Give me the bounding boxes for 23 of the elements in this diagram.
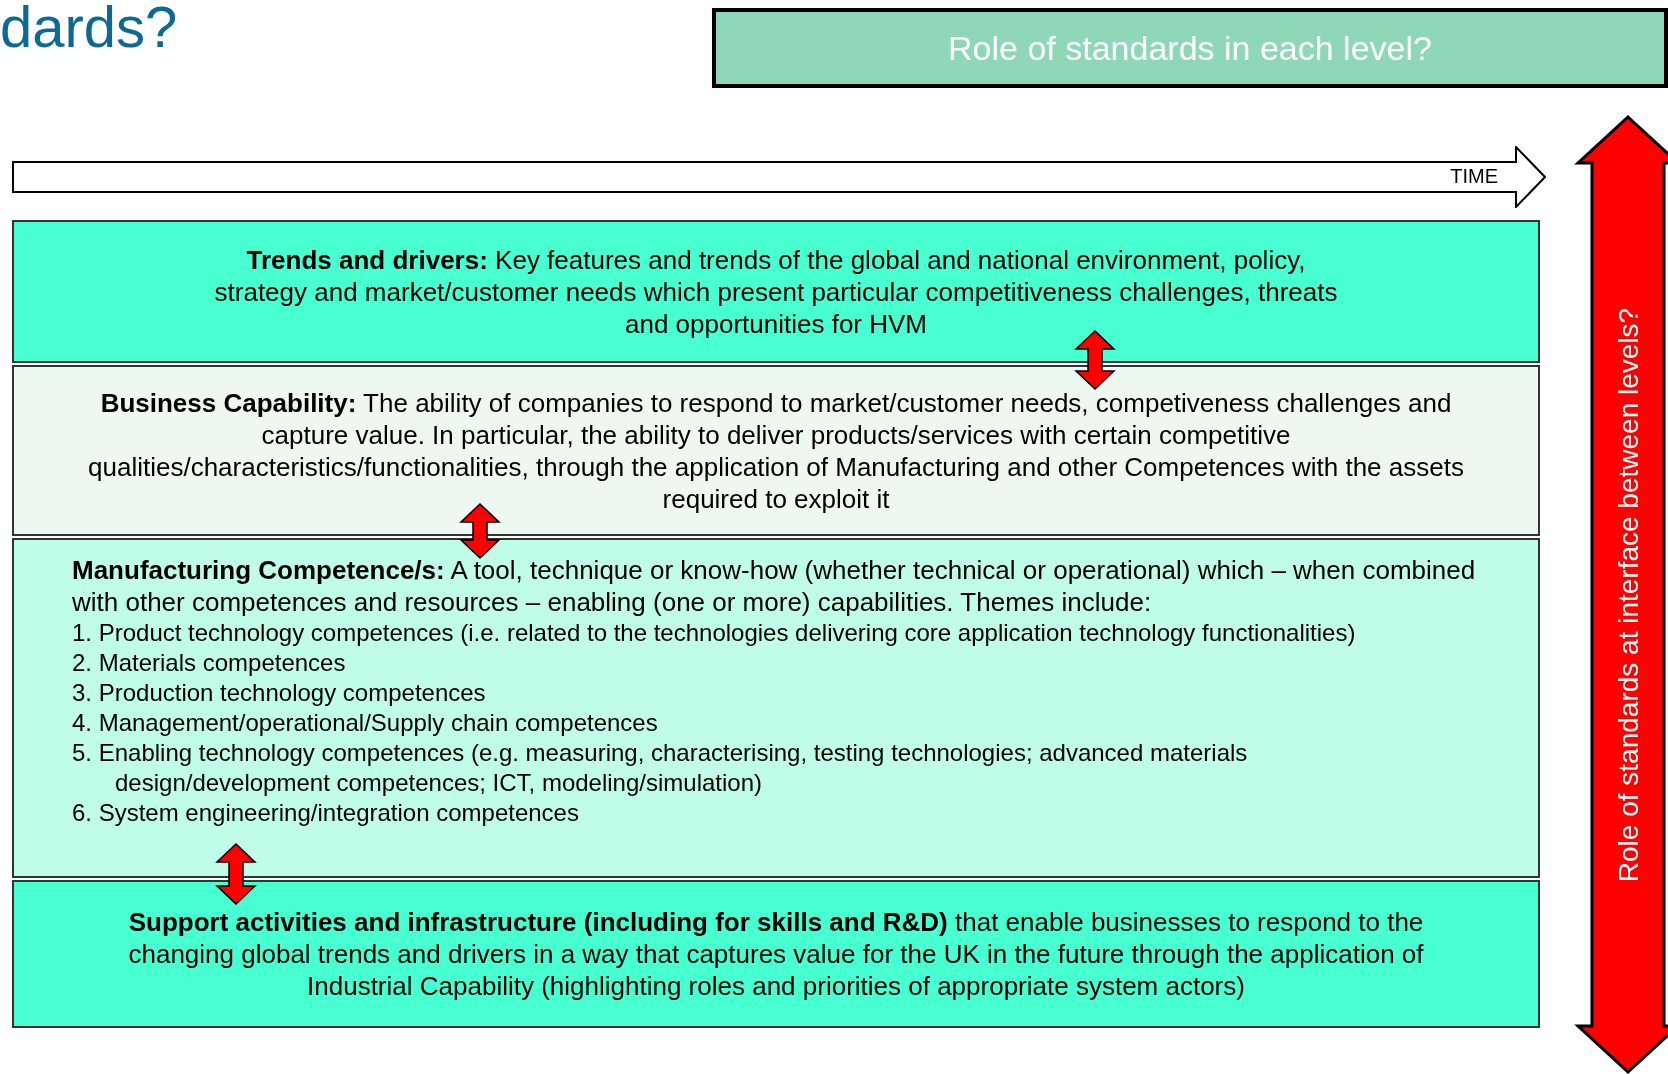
double-arrow: [1074, 329, 1116, 391]
double-arrow: [459, 502, 501, 560]
level-box: [12, 538, 1540, 878]
heading-box: [712, 8, 1668, 88]
time-label: TIME: [1450, 164, 1498, 188]
list-item: 2. Materials competences: [72, 648, 347, 678]
list-item: 6. System engineering/integration competences: [72, 798, 580, 828]
level-description: Support activities and infrastructure (including for skills and R&D) that enable businesses to respond to the changing global trends and drivers in a way that captures value for the UK in the future through the application of Industrial Capability (highlighting roles and priorities of appropriate system actors): [127, 906, 1425, 1002]
level-description: Manufacturing Competence/s: A tool, technique or know-how (whether technical or operational) which – when combined with other competences and resources – enabling (one or more) capabilities. Themes include:: [72, 554, 1477, 618]
arrow-label: Role of standards at interface between levels?: [1611, 307, 1644, 882]
list-item: 5. Enabling technology competences (e.g. measuring, characterising, testing technologies; advanced materials design/development competences; ICT, modeling/simulation): [72, 738, 1249, 798]
heading-text: Role of standards in each level?: [948, 27, 1432, 69]
level-box: [12, 220, 1540, 363]
level-description: Business Capability: The ability of companies to respond to market/customer needs, competiveness challenges and capture value. In particular, the ability to deliver products/services with certain competitive qualities/characteristics/functionalities, through the application of Manufacturing and other Competences with the assets required to exploit it: [87, 386, 1465, 515]
list-item: 4. Management/operational/Supply chain competences: [72, 708, 659, 738]
level-box: [12, 365, 1540, 536]
page-title: dards?: [0, 0, 178, 61]
list-item: 3. Production technology competences: [72, 678, 487, 708]
double-arrow: [215, 842, 257, 906]
level-description: Trends and drivers: Key features and trends of the global and national environment, policy, strategy and market/customer needs which present particular competitiveness challenges, threats and opportunities for HVM: [213, 243, 1339, 340]
double-arrow: [1572, 115, 1668, 1074]
list-item: 1. Product technology competences (i.e. related to the technologies delivering core application technology functionalities): [72, 618, 1357, 648]
level-box: [12, 880, 1540, 1028]
